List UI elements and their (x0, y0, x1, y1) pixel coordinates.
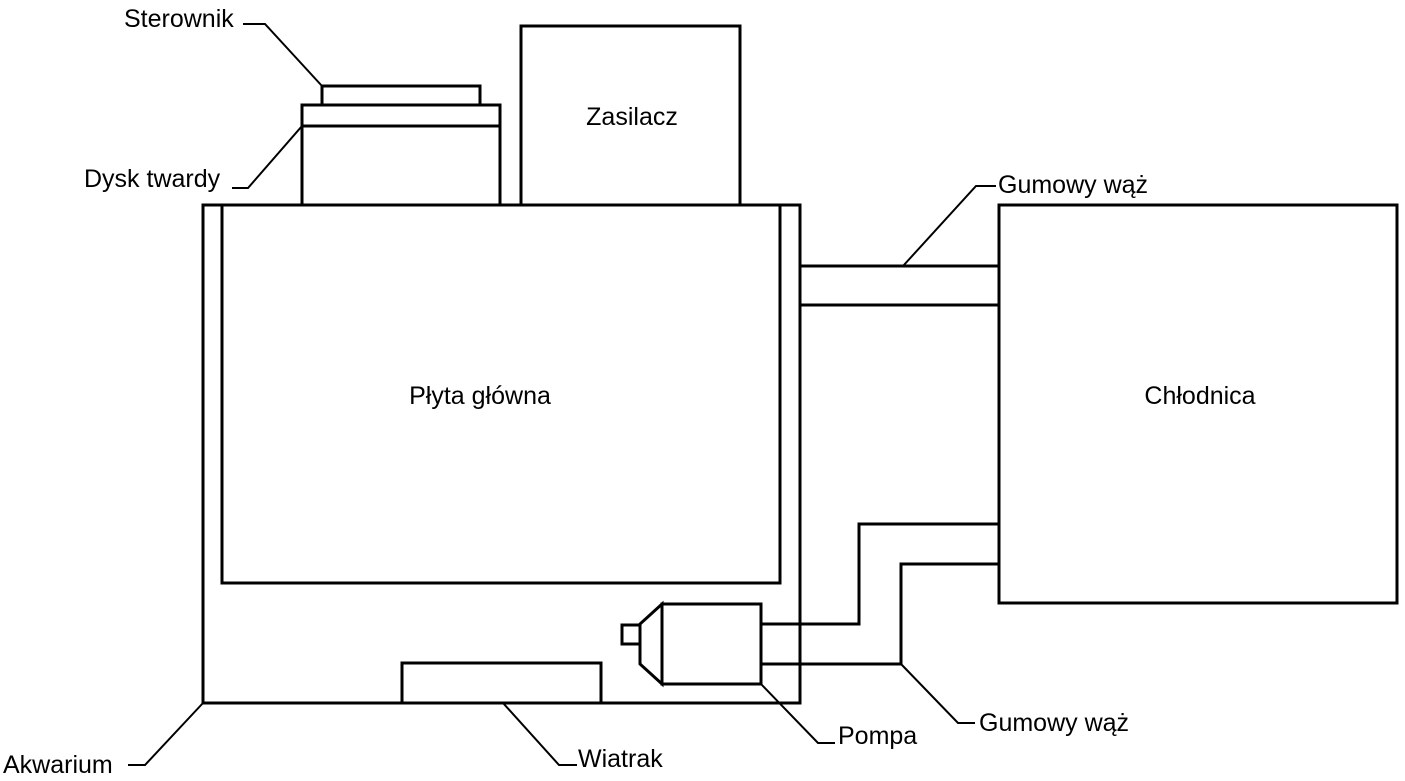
bottom-hose-lower-line (761, 562, 999, 666)
power-supply-box (519, 24, 742, 207)
sterownik-leader-line (243, 23, 323, 87)
wiatrak-leader-line (502, 702, 577, 766)
dysk-twardy-leader-line (232, 125, 303, 189)
plyta-glowna-label: Płyta główna (409, 382, 551, 410)
gumowy-waz-top-label: Gumowy wąż (998, 171, 1148, 199)
gumowy-waz-bottom-label: Gumowy wąż (979, 709, 1129, 737)
gumowy-waz-bottom-leader-line (900, 663, 975, 724)
pompa-leader-line (760, 683, 835, 744)
pump-body (660, 602, 763, 686)
chlodnica-label: Chłodnica (1144, 382, 1255, 410)
radiator-box (997, 203, 1399, 605)
sterownik-label: Sterownik (124, 5, 234, 33)
wiatrak-label: Wiatrak (578, 745, 663, 773)
akwarium-leader-line (128, 702, 204, 766)
controller-box (320, 84, 482, 107)
aquarium-box (201, 203, 802, 705)
hard-disk-box (300, 103, 502, 207)
gumowy-waz-top-leader-line (902, 185, 996, 267)
fan-box (400, 661, 603, 705)
pump-nozzle-cone (638, 600, 664, 688)
akwarium-label: Akwarium (3, 751, 113, 779)
pompa-label: Pompa (838, 722, 917, 750)
zasilacz-label: Zasilacz (586, 103, 678, 131)
dysk-twardy-label: Dysk twardy (84, 165, 221, 193)
bottom-hose-upper-line (761, 522, 999, 626)
pump-nozzle-tip (620, 623, 642, 646)
